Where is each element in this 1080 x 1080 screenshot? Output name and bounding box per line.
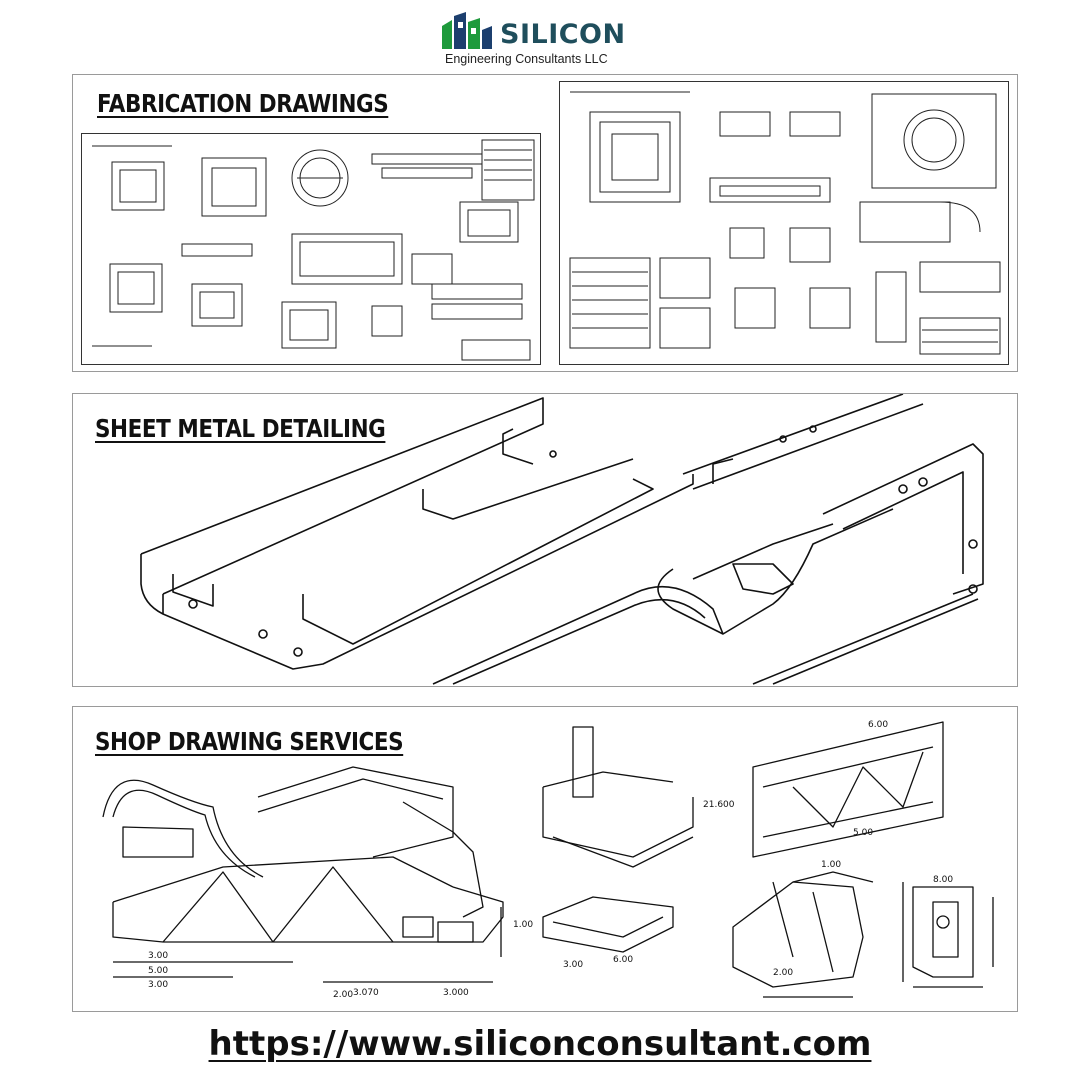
sheet-metal-detailing-panel: SHEET METAL DETAILING [72, 393, 1018, 687]
fabrication-drawings-title: FABRICATION DRAWINGS [97, 89, 389, 118]
fabrication-drawings-panel: FABRICATION DRAWINGS [72, 74, 1018, 372]
company-name: SILICON [500, 19, 626, 50]
dim-label: 2.00 [773, 968, 793, 978]
fabrication-sheet-right [559, 81, 1009, 365]
shop-drawing-services-title: SHOP DRAWING SERVICES [95, 727, 404, 756]
sheet-metal-drawing-icon [140, 394, 984, 685]
company-subtitle: Engineering Consultants LLC [445, 52, 608, 66]
fabrication-drawing-left-icon [92, 139, 535, 361]
fabrication-drawing-right-icon [569, 91, 1001, 355]
dim-label: 21.600 [703, 800, 735, 810]
shop-drawing-icon: 3.00 5.00 3.00 3.070 3.000 2.00 1.00 21.… [102, 720, 994, 1000]
dim-label: 6.00 [613, 955, 633, 965]
dim-label: 5.00 [853, 828, 873, 838]
dim-label: 1.00 [821, 860, 841, 870]
dim-label: 2.00 [333, 990, 353, 1000]
sheet-metal-detailing-title: SHEET METAL DETAILING [95, 414, 386, 443]
dim-label: 3.070 [353, 988, 379, 998]
dim-label: 6.00 [868, 720, 888, 730]
dim-label: 3.00 [148, 951, 168, 961]
dim-label: 8.00 [933, 875, 953, 885]
dim-label: 3.00 [148, 980, 168, 990]
dim-label: 1.00 [513, 920, 533, 930]
website-url-link[interactable]: https://www.siliconconsultant.com [208, 1024, 872, 1064]
company-logo: SILICON Engineering Consultants LLC [440, 12, 640, 68]
shop-drawing-services-panel: SHOP DRAWING SERVICES [72, 706, 1018, 1012]
logo-mark-icon [442, 12, 492, 49]
dim-label: 3.000 [443, 988, 469, 998]
dim-label: 5.00 [148, 966, 168, 976]
dim-label: 3.00 [563, 960, 583, 970]
fabrication-sheet-left [81, 133, 541, 365]
